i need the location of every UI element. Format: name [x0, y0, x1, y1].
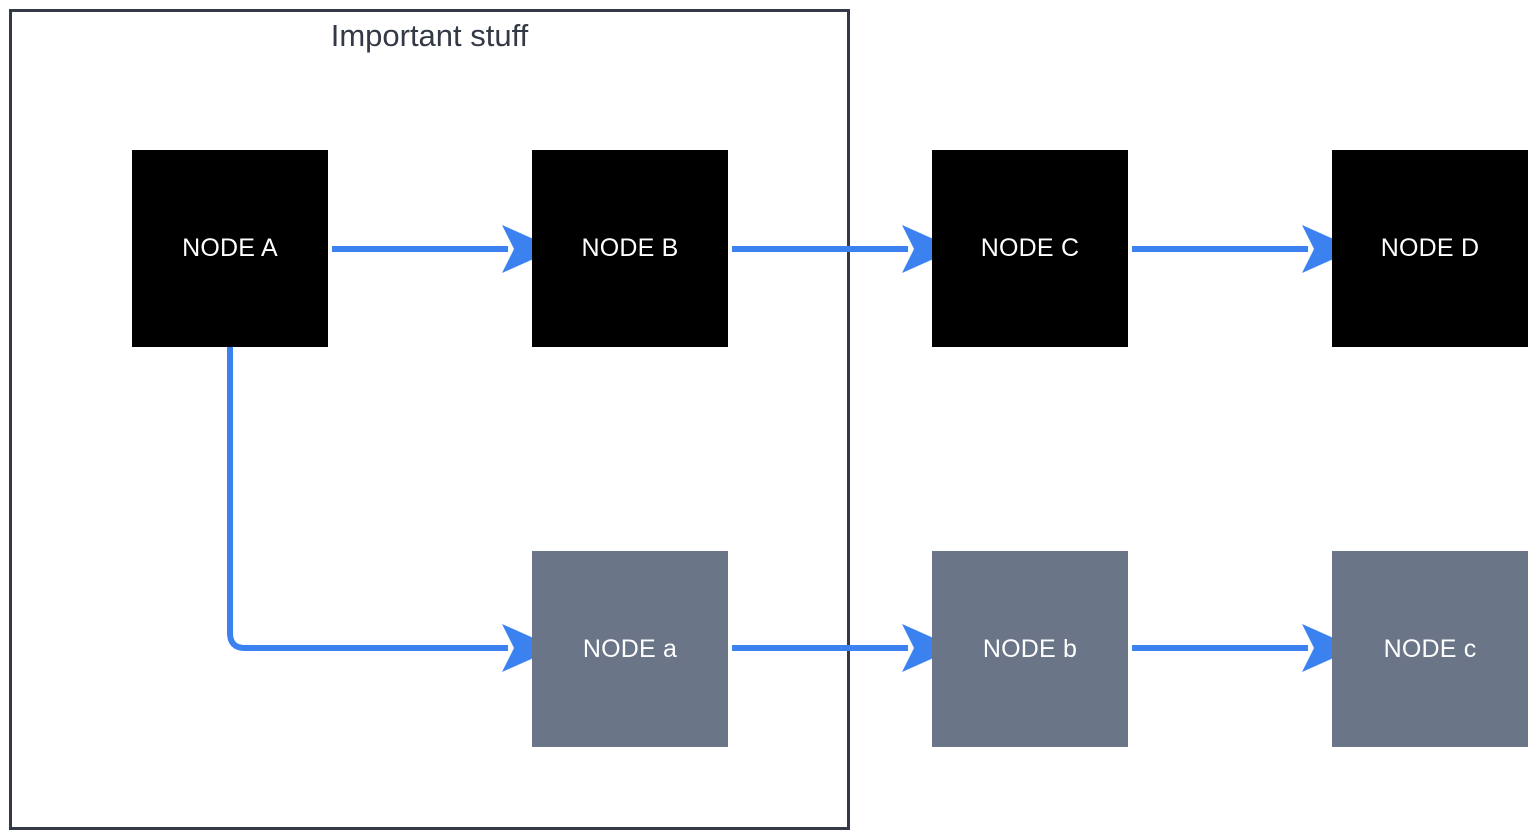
node-label-A: NODE A: [182, 234, 278, 262]
subgraph-important-stuff[interactable]: [9, 9, 850, 830]
node-B[interactable]: NODE B: [532, 150, 728, 347]
node-label-a: NODE a: [582, 634, 678, 663]
node-c[interactable]: NODE c: [1332, 551, 1528, 747]
subgraph-title: Important stuff: [330, 18, 529, 53]
node-label-b: NODE b: [982, 634, 1078, 663]
node-label-B: NODE B: [581, 234, 679, 262]
node-a[interactable]: NODE a: [532, 551, 728, 747]
node-C[interactable]: NODE C: [932, 150, 1128, 347]
node-label-c: NODE c: [1383, 634, 1477, 663]
node-label-C: NODE C: [980, 234, 1080, 262]
node-D[interactable]: NODE D: [1332, 150, 1528, 347]
node-label-D: NODE D: [1380, 234, 1480, 262]
node-A[interactable]: NODE A: [132, 150, 328, 347]
node-b[interactable]: NODE b: [932, 551, 1128, 747]
